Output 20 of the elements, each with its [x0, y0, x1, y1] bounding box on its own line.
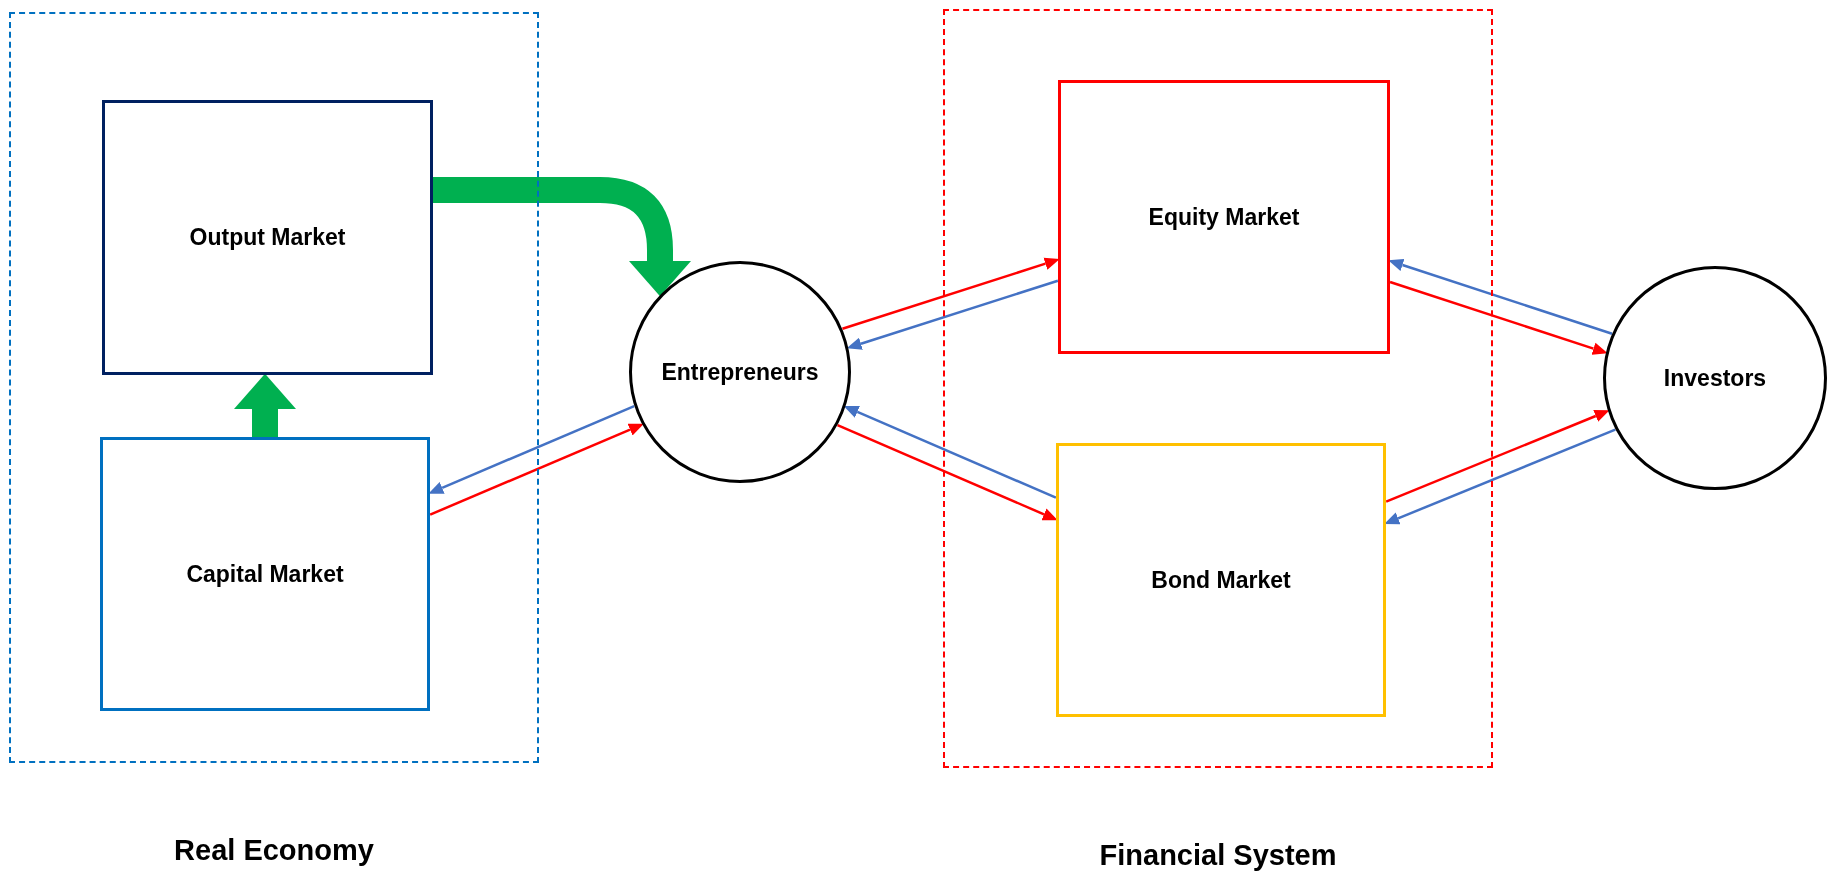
circle-node: Entrepreneurs	[629, 261, 851, 483]
block-arrow	[234, 373, 296, 437]
arrow	[1385, 410, 1610, 503]
market-box: Equity Market	[1058, 80, 1390, 354]
group-title: Financial System	[1098, 839, 1338, 872]
arrow	[428, 404, 635, 494]
arrow	[837, 423, 1058, 521]
circle-node: Investors	[1603, 266, 1827, 490]
arrow	[842, 257, 1060, 330]
block-arrow	[433, 177, 691, 297]
arrow	[846, 279, 1059, 350]
arrow	[1388, 258, 1613, 335]
arrow	[1384, 428, 1616, 525]
market-box: Bond Market	[1056, 443, 1386, 717]
market-box: Capital Market	[100, 437, 430, 711]
arrow	[429, 423, 644, 516]
arrow	[843, 405, 1057, 499]
arrow	[1389, 280, 1608, 355]
group-title: Real Economy	[173, 834, 375, 867]
market-box: Output Market	[102, 100, 433, 375]
